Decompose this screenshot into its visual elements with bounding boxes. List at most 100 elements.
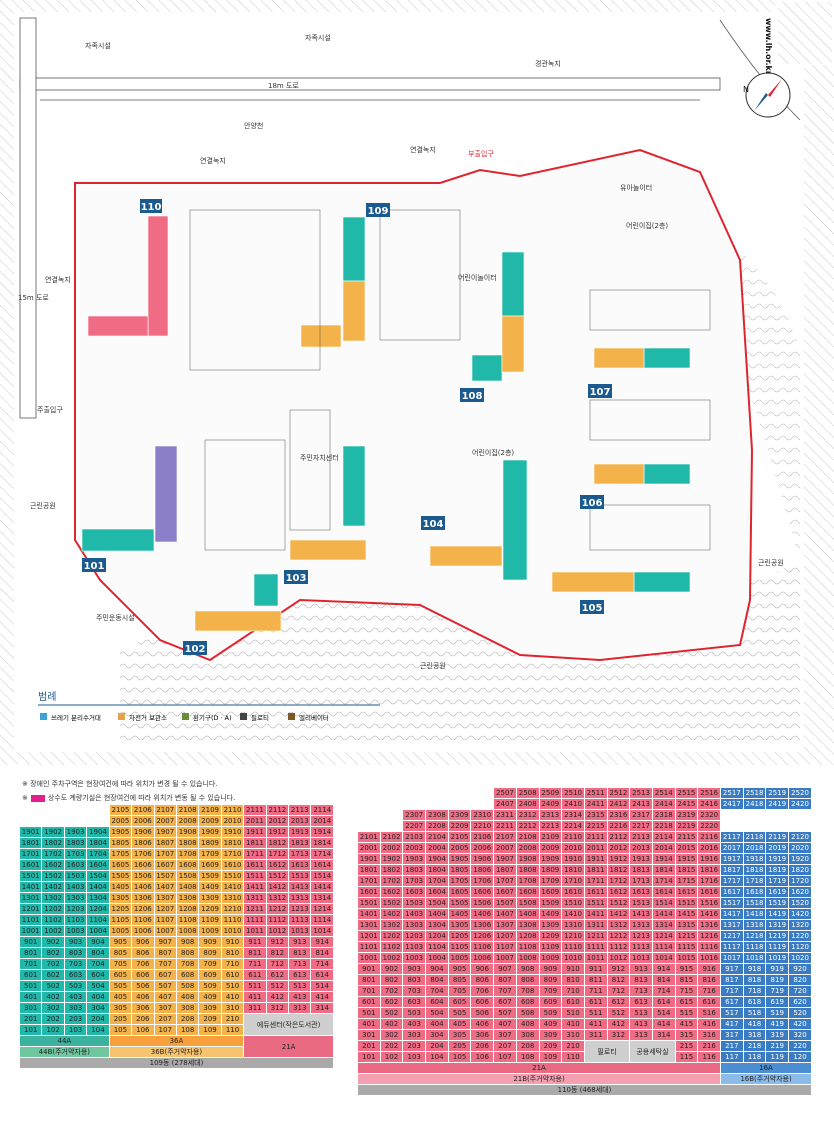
unit-cell: 1010 — [561, 952, 585, 964]
unit-cell: 411 — [243, 991, 267, 1003]
unit-cell: 1705 — [447, 875, 472, 887]
unit-cell: 1212 — [265, 903, 290, 915]
unit-cell: 511 — [583, 1007, 608, 1019]
unit-cell: 1108 — [175, 914, 200, 926]
unit-cell: 1403 — [402, 908, 427, 920]
unit-cell: 2020 — [788, 842, 812, 854]
unit-cell: 1512 — [265, 870, 290, 882]
unit-cell: 1712 — [606, 875, 631, 887]
unit-cell: 208 — [175, 1013, 200, 1025]
svg-text:근린공원: 근린공원 — [758, 558, 784, 567]
unit-cell: 1814 — [310, 837, 334, 849]
unit-cell: 1408 — [175, 881, 200, 893]
unit-cell: 1804 — [86, 837, 110, 849]
laundry-cell: 공용세탁실 — [629, 1040, 676, 1063]
unit-cell: 1514 — [310, 870, 334, 882]
unit-cell: 1614 — [310, 859, 334, 871]
svg-text:쓰레기 분리수거대: 쓰레기 분리수거대 — [51, 713, 101, 722]
unit-cell: 1614 — [651, 886, 676, 898]
unit-cell: 702 — [379, 985, 404, 997]
unit-cell: 1013 — [288, 925, 312, 937]
unit-cell: 317 — [720, 1029, 744, 1041]
unit-cell: 2003 — [402, 842, 427, 854]
unit-cell: 1104 — [425, 941, 449, 953]
unit-cell: 205 — [108, 1013, 133, 1025]
unit-cell: 1007 — [153, 925, 177, 937]
unit-cell: 1316 — [697, 919, 721, 931]
unit-cell: 2114 — [310, 804, 334, 816]
unit-cell: 2307 — [402, 809, 427, 821]
unit-cell: 309 — [198, 1002, 222, 1014]
unit-cell: 1304 — [425, 919, 449, 931]
unit-cell: 1209 — [538, 930, 563, 942]
unit-cell: 817 — [720, 974, 744, 986]
unit-cell: 516 — [697, 1007, 721, 1019]
unit-cell: 1717 — [720, 875, 744, 887]
unit-cell: 606 — [131, 969, 155, 981]
unit-cell: 1314 — [651, 919, 676, 931]
unit-cell: 1705 — [108, 848, 133, 860]
unit-cell: 1214 — [651, 930, 676, 942]
unit-cell: 704 — [86, 958, 110, 970]
unit-cell: 1712 — [265, 848, 290, 860]
unit-cell: 713 — [629, 985, 653, 997]
unit-cell: 402 — [41, 991, 65, 1003]
unit-cell: 1407 — [493, 908, 517, 920]
unit-cell: 1415 — [674, 908, 699, 920]
unit-cell: 201 — [357, 1040, 381, 1052]
svg-text:102: 102 — [185, 644, 206, 655]
unit-cell: 612 — [606, 996, 631, 1008]
svg-text:109: 109 — [368, 206, 389, 217]
unit-cell: 1412 — [265, 881, 290, 893]
unit-cell: 1917 — [720, 853, 744, 865]
unit-cell: 1807 — [493, 864, 517, 876]
unit-cell: 501 — [357, 1007, 381, 1019]
unit-cell: 413 — [629, 1018, 653, 1030]
unit-cell: 1405 — [447, 908, 472, 920]
unit-cell: 1708 — [515, 875, 540, 887]
unit-cell: 905 — [108, 936, 133, 948]
unit-cell: 414 — [310, 991, 334, 1003]
unit-cell: 2318 — [651, 809, 676, 821]
unit-cell: 1507 — [153, 870, 177, 882]
unit-cell: 1711 — [583, 875, 608, 887]
unit-cell: 307 — [493, 1029, 517, 1041]
unit-cell: 713 — [288, 958, 312, 970]
unit-cell: 2507 — [493, 787, 517, 799]
unit-cell: 2312 — [515, 809, 540, 821]
unit-cell: 1115 — [674, 941, 699, 953]
unit-cell: 218 — [742, 1040, 767, 1052]
unit-cell: 1108 — [515, 941, 540, 953]
unit-cell: 1505 — [108, 870, 133, 882]
svg-text:환기구(D · A): 환기구(D · A) — [193, 713, 232, 722]
total-row: 109동 (278세대) — [19, 1057, 334, 1069]
unit-cell: 1010 — [220, 925, 245, 937]
unit-cell: 1704 — [86, 848, 110, 860]
unit-cell: 416 — [697, 1018, 721, 1030]
unit-cell: 1613 — [629, 886, 653, 898]
unit-cell: 1417 — [720, 908, 744, 920]
unit-cell: 608 — [515, 996, 540, 1008]
unit-cell: 103 — [63, 1024, 88, 1036]
unit-cell: 309 — [538, 1029, 563, 1041]
unit-cell: 1911 — [583, 853, 608, 865]
unit-cell: 1903 — [402, 853, 427, 865]
unit-cell: 1114 — [310, 914, 334, 926]
unit-cell: 2119 — [765, 831, 790, 843]
unit-cell: 204 — [425, 1040, 449, 1052]
unit-cell: 202 — [379, 1040, 404, 1052]
unit-cell: 1404 — [425, 908, 449, 920]
unit-cell: 1509 — [198, 870, 222, 882]
unit-cell: 409 — [198, 991, 222, 1003]
unit-cell: 1215 — [674, 930, 699, 942]
unit-cell: 1903 — [63, 826, 88, 838]
unit-cell: 919 — [765, 963, 790, 975]
type-21a: 21A — [357, 1062, 721, 1074]
unit-cell: 810 — [220, 947, 245, 959]
